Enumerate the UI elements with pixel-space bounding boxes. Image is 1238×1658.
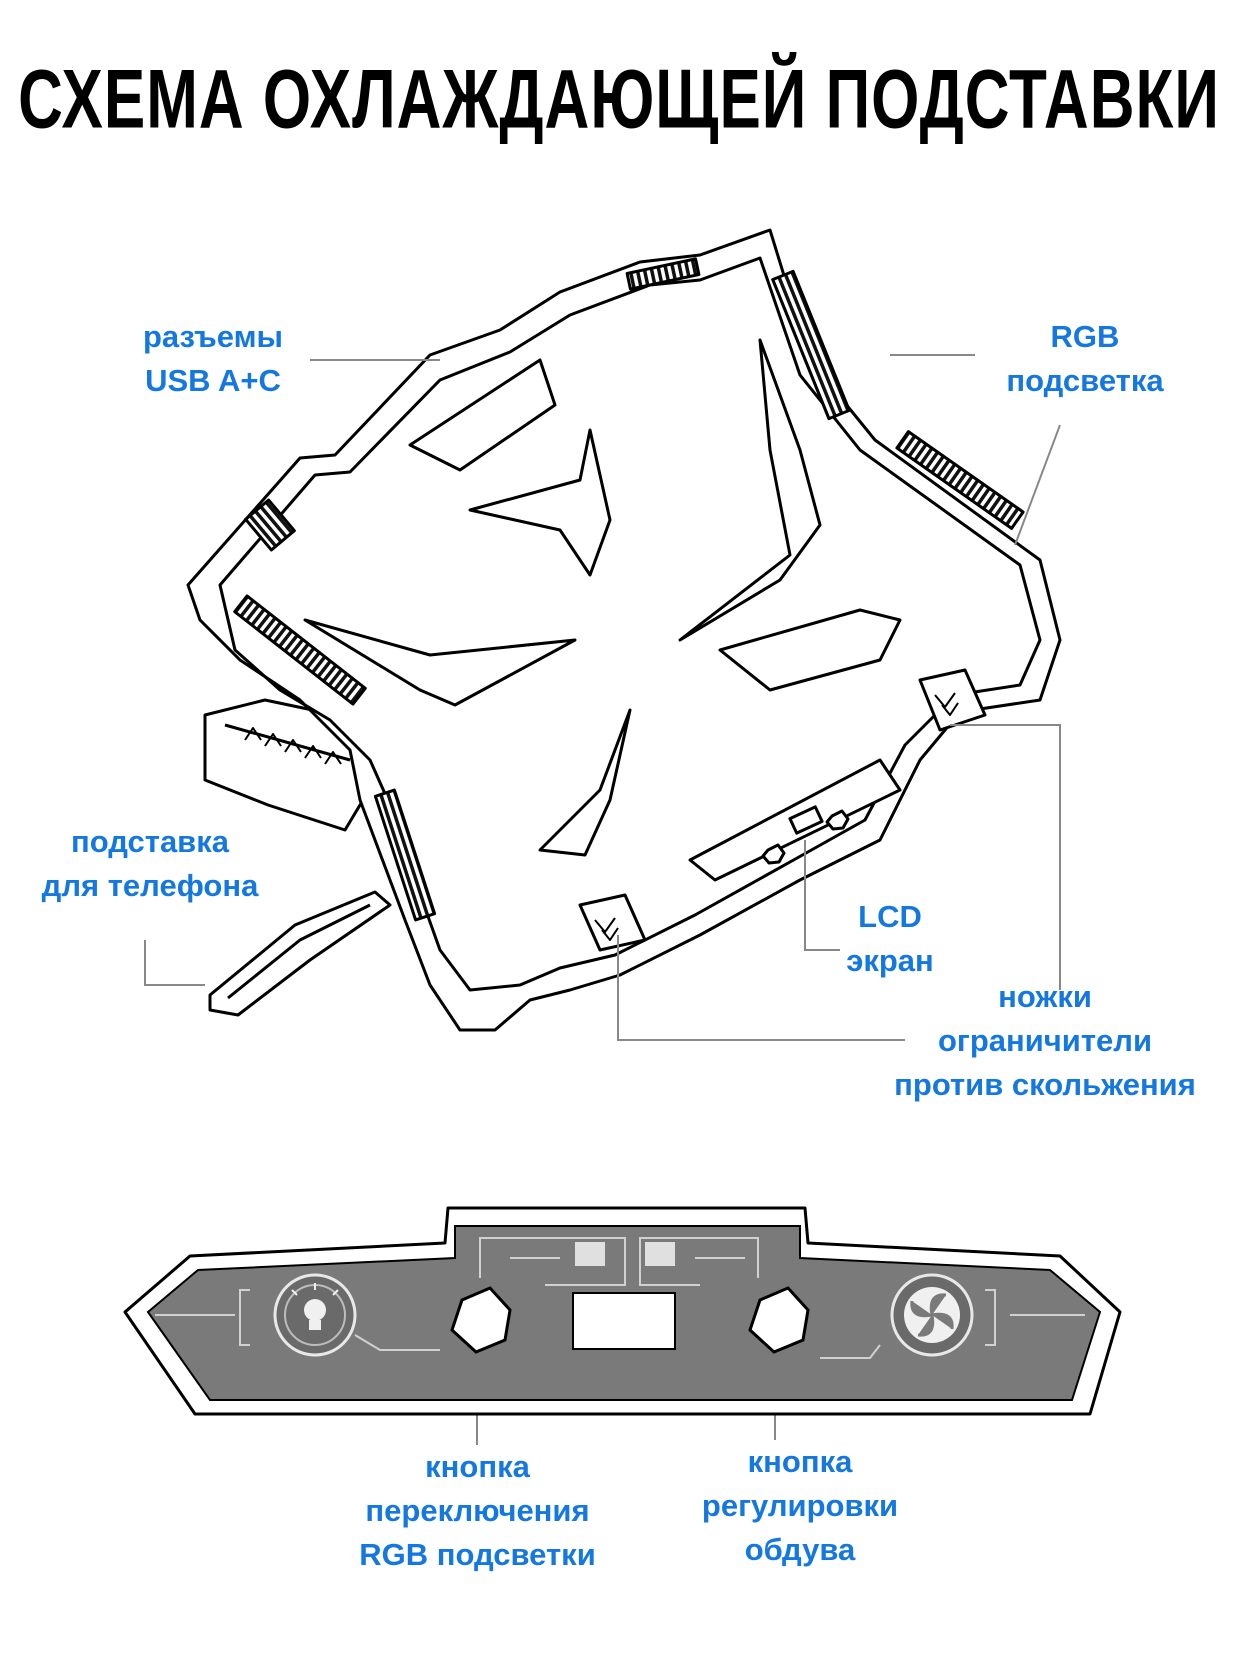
fan-icon: [892, 1275, 972, 1355]
lcd-display: [573, 1293, 675, 1349]
lightbulb-icon: [275, 1275, 355, 1355]
front-panel: [125, 1208, 1120, 1414]
